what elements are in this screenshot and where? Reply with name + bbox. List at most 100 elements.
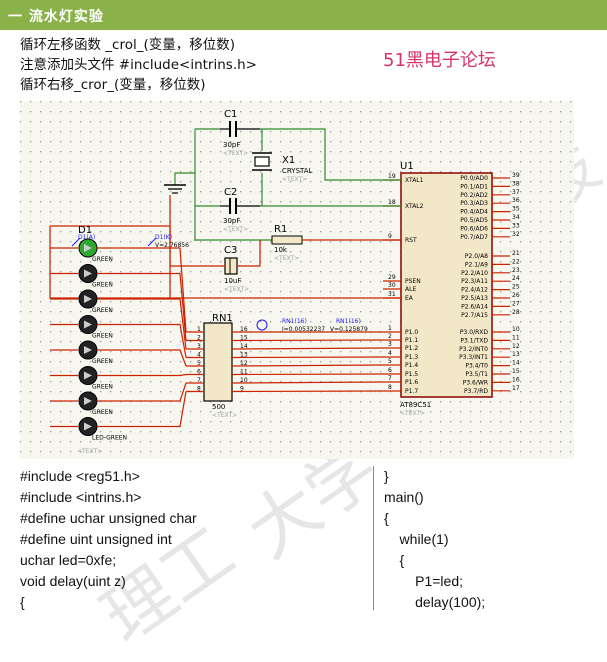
u1-pin-name: P1.6	[405, 379, 418, 386]
led-diode-icon	[84, 397, 92, 405]
u1-pin-name: P0.1/AD1	[460, 183, 488, 190]
rn1-value: 500	[212, 403, 225, 411]
led-label: GREEN	[92, 256, 113, 263]
u1-pin-name: P2.2/A10	[461, 270, 488, 277]
u1-pin-number: 30	[388, 282, 396, 289]
u1-pin-name: P2.5/A13	[461, 295, 488, 302]
u1-pin-name: P0.6/AD6	[460, 225, 488, 232]
note-line-1: 循环左移函数 _crol_(变量，移位数)	[20, 37, 236, 53]
u1-pin-number: 13	[512, 351, 520, 358]
probe-d1k: D1(K)	[155, 234, 172, 241]
p1-wire	[231, 364, 384, 367]
u1-pin-number: 6	[388, 367, 392, 374]
c1-value: 30pF	[223, 141, 240, 149]
led-array: GREENGREENGREENGREENGREENGREENGREENLED-G…	[50, 238, 187, 442]
xtal1-wire	[260, 128, 401, 181]
rn1-pin-number: 3	[197, 343, 201, 350]
u1-pin-name: EA	[405, 295, 414, 302]
c3-ref: C3	[224, 245, 237, 256]
u1-pin-name: P0.3/AD3	[460, 200, 488, 207]
led-label: GREEN	[92, 409, 113, 416]
rn1-pin-number: 6	[197, 369, 201, 376]
u1-pin-name: P2.1/A9	[465, 261, 488, 268]
c3-body	[224, 257, 238, 275]
code-line: {	[384, 510, 389, 526]
u1-pin-number: 27	[512, 300, 520, 307]
c1-text: <TEXT>	[223, 150, 248, 157]
led-cathode-wire	[97, 272, 187, 341]
led-cathode-wire	[97, 382, 187, 402]
u1-pin-number: 23	[512, 267, 520, 274]
r1-body	[271, 235, 303, 245]
u1-pin-number: 31	[388, 291, 396, 298]
u1-pin-number: 15	[512, 368, 520, 375]
section-title: 一 流水灯实验	[8, 9, 104, 25]
u1-pin-number: 14	[512, 360, 520, 367]
code-line: #include <reg51.h>	[20, 468, 140, 484]
u1-pin-number: 39	[512, 172, 520, 179]
u1-pin-number: 33	[512, 222, 520, 229]
ground-wire	[174, 172, 195, 185]
x1-value: CRYSTAL	[282, 167, 313, 175]
vcc-bus	[50, 225, 171, 266]
led-cathode-wire	[97, 247, 187, 333]
u1-pin-name: P3.6/WR	[463, 379, 488, 386]
crystal-body	[254, 156, 270, 167]
rn1-pin-number: 15	[240, 335, 248, 342]
c2-value: 30pF	[223, 217, 240, 225]
u1-value: AT89C51	[400, 401, 431, 409]
u1-pin-name: P1.7	[405, 388, 418, 395]
u1-pin-name: P3.3/INT1	[459, 354, 488, 361]
u1-pin-name: RST	[405, 237, 417, 244]
probe-d1a: D1(A)	[78, 234, 95, 241]
code-line: #include <intrins.h>	[20, 489, 142, 505]
u1-pin-number: 36	[512, 197, 520, 204]
u1-pin-name: P0.7/AD7	[460, 234, 488, 241]
probe-d1v: V=2.76856	[155, 242, 189, 249]
c3-wire	[238, 240, 261, 267]
c3-value: 10uF	[224, 277, 241, 285]
led-diode-icon	[84, 320, 92, 329]
d1-ref: D1	[78, 225, 92, 236]
c2-ref: C2	[224, 187, 237, 198]
u1-pin-number: 26	[512, 292, 520, 299]
d1-text: <TEXT>	[77, 448, 102, 455]
u1-pin-number: 34	[512, 214, 520, 221]
led-diode-icon	[84, 269, 92, 278]
forum-label: 51黑电子论坛	[383, 50, 496, 71]
led-cathode-wire	[97, 373, 187, 377]
ammeter-probe-icon	[256, 319, 268, 331]
led-cathode-wire	[97, 323, 187, 358]
u1-pin-number: 25	[512, 284, 520, 291]
r1-value: 10k	[274, 246, 288, 254]
code-line: {	[20, 594, 25, 610]
u1-pin-name: P1.3	[405, 354, 418, 361]
u1-pin-number: 5	[388, 358, 392, 365]
rn1-body	[203, 322, 233, 402]
code-line: {	[384, 552, 405, 568]
code-line: }	[384, 468, 389, 484]
u1-pin-name: P3.2/INT0	[459, 346, 488, 353]
probe-rn1i: I=0.00532237	[282, 326, 325, 333]
led-cathode-wire	[97, 298, 187, 350]
led-label: GREEN	[92, 358, 113, 365]
u1-pin-name: ALE	[405, 286, 416, 293]
c3-text: <TEXT>	[224, 286, 249, 293]
u1-pin-name: P2.7/A15	[461, 312, 488, 319]
u1-pin-name: P3.4/T0	[465, 363, 488, 370]
u1-pin-number: 17	[512, 385, 520, 392]
u1-pin-number: 19	[388, 173, 396, 180]
rn1-pin-number: 4	[197, 352, 201, 359]
section-header: 一 流水灯实验	[0, 0, 607, 30]
u1-pin-name: P1.4	[405, 362, 418, 369]
u1-pin-name: P3.5/T1	[465, 371, 488, 378]
rn1-pin-number: 5	[197, 360, 201, 367]
u1-pin-number: 18	[388, 199, 396, 206]
p1-wire	[231, 390, 384, 393]
u1-pin-number: 8	[388, 384, 392, 391]
code-line: delay(100);	[384, 594, 486, 610]
u1-pin-number: 4	[388, 350, 392, 357]
u1-text: <TEXT>	[400, 410, 425, 417]
led-power-bus	[49, 226, 170, 299]
